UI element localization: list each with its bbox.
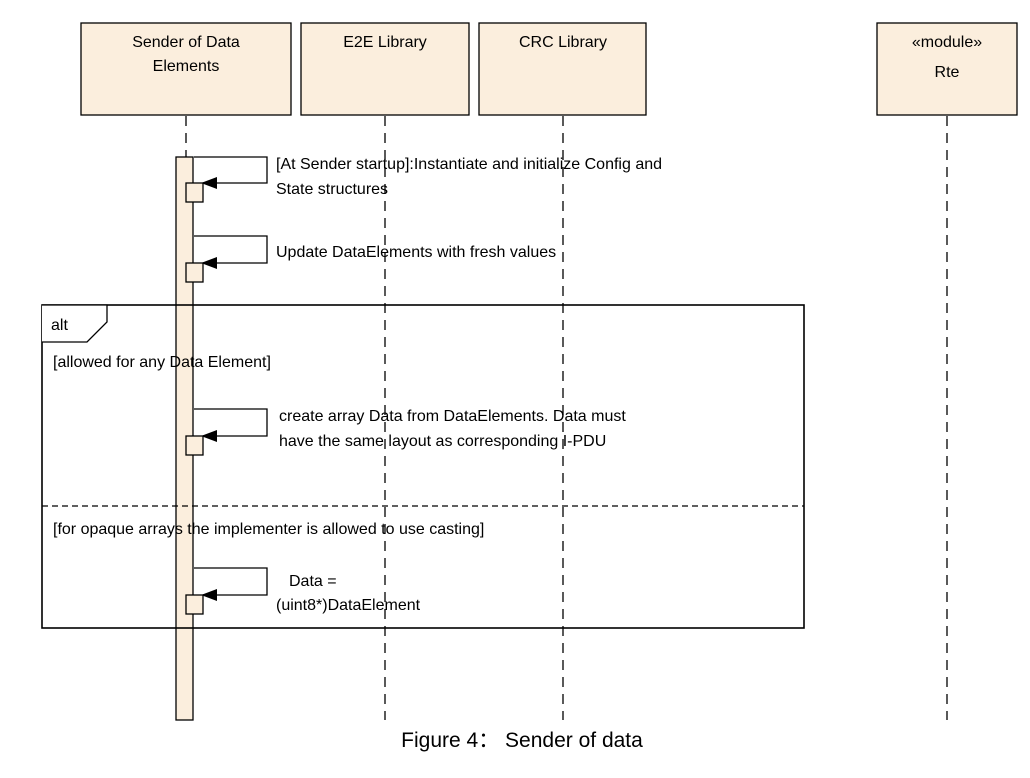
- message-update-arrow: [194, 235, 268, 269]
- lifeline-crc-box: [478, 22, 647, 116]
- alt-guard-allowed: [allowed for any Data Element]: [53, 354, 271, 371]
- message-update: Update DataElements with fresh values: [185, 235, 556, 283]
- alt-fragment-operator-tab: [42, 304, 108, 343]
- message-create-array-activation: [185, 435, 204, 456]
- message-cast-label-line-2: (uint8*)DataElement: [276, 597, 421, 614]
- alt-guard-opaque-arrays: [for opaque arrays the implementer is al…: [53, 521, 484, 538]
- lifeline-e2e: E2E Library: [300, 22, 470, 720]
- message-init-label-line-2: State structures: [276, 181, 388, 198]
- lifeline-rte: «module» Rte: [876, 22, 1018, 720]
- message-init-arrow: [194, 156, 268, 189]
- lifeline-sender-title-line-2: Elements: [153, 58, 220, 75]
- lifeline-rte-box: [876, 22, 1018, 116]
- message-update-activation: [185, 262, 204, 283]
- message-create-array-label-line-2: have the same layout as corresponding I-…: [279, 433, 606, 450]
- lifeline-e2e-box: [300, 22, 470, 116]
- lifeline-sender-box: [80, 22, 292, 116]
- lifeline-rte-title: Rte: [935, 64, 960, 81]
- message-create-array: create array Data from DataElements. Dat…: [185, 408, 626, 456]
- alt-fragment-frame: [41, 304, 805, 629]
- lifeline-sender-title-line-1: Sender of Data: [132, 34, 240, 51]
- message-init-activation: [185, 182, 204, 203]
- lifeline-crc-title: CRC Library: [519, 34, 607, 51]
- alt-fragment: alt [allowed for any Data Element] [for …: [41, 304, 805, 629]
- lifeline-crc: CRC Library: [478, 22, 647, 720]
- message-cast-activation: [185, 594, 204, 615]
- lifeline-e2e-title: E2E Library: [343, 34, 427, 51]
- message-cast-label-line-1: Data =: [289, 573, 337, 590]
- message-cast-arrow: [194, 567, 268, 601]
- message-cast: Data = (uint8*)DataElement: [185, 567, 421, 615]
- lifeline-sender: Sender of Data Elements: [80, 22, 292, 158]
- figure-caption: Figure 4： Sender of data: [401, 729, 643, 752]
- message-init: [At Sender startup]:Instantiate and init…: [185, 156, 662, 203]
- message-create-array-arrow: [194, 408, 268, 442]
- lifeline-rte-stereotype: «module»: [912, 34, 982, 51]
- message-init-label-line-1: [At Sender startup]:Instantiate and init…: [276, 156, 662, 173]
- message-create-array-label-line-1: create array Data from DataElements. Dat…: [279, 408, 626, 425]
- alt-fragment-operator: alt: [51, 317, 68, 334]
- message-update-label: Update DataElements with fresh values: [276, 244, 556, 261]
